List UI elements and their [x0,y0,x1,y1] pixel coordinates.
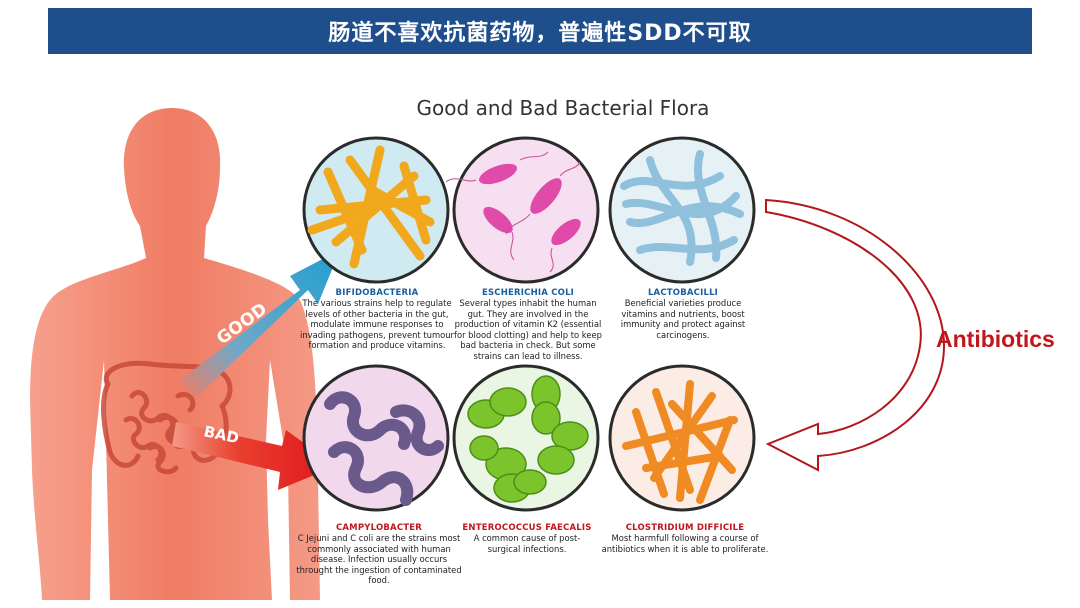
bacteria-description: Most harmfull following a course of anti… [601,533,769,554]
enterococcus-faecalis-circle [452,364,600,512]
bacteria-flora-diagram: GOOD BAD [30,108,946,600]
human-body-silhouette [30,108,320,600]
antibiotics-label: Antibiotics [936,326,1055,352]
escherichia-coli-label: ESCHERICHIA COLI Several types inhabit t… [450,288,606,362]
campylobacter-circle [302,364,450,512]
antibiotics-arrow [765,198,946,472]
page-title: 肠道不喜欢抗菌药物，普遍性SDD不可取 [328,21,752,46]
bifidobacteria-circle [302,136,450,284]
bacteria-description: Beneficial varieties produce vitamins an… [620,298,746,340]
bacteria-name: CLOSTRIDIUM DIFFICILE [625,523,745,533]
page-title-banner: 肠道不喜欢抗菌药物，普遍性SDD不可取 [48,8,1032,54]
bacteria-description: The various strains help to regulate lev… [300,298,454,351]
lactobacilli-label: LACTOBACILLI Beneficial varieties produc… [610,288,756,340]
clostridium-difficile-label: CLOSTRIDIUM DIFFICILE Most harmfull foll… [600,523,770,554]
escherichia-coli-circle [445,136,600,284]
bifidobacteria-label: BIFIDOBACTERIA The various strains help … [296,288,458,351]
bacteria-name: LACTOBACILLI [647,288,719,298]
bacteria-description: C Jejuni and C coli are the strains most… [296,533,462,586]
bacteria-description: A common cause of post-surgical infectio… [473,533,581,554]
diagram-title: Good and Bad Bacterial Flora [416,96,710,120]
enterococcus-faecalis-label: ENTEROCOCCUS FAECALIS A common cause of … [460,523,594,554]
bacteria-name: CAMPYLOBACTER [335,523,423,533]
lactobacilli-circle [608,136,756,284]
clostridium-difficile-circle [608,364,756,512]
campylobacter-label: CAMPYLOBACTER C Jejuni and C coli are th… [296,523,462,586]
bacteria-name: ESCHERICHIA COLI [481,288,575,298]
bacteria-name: ENTEROCOCCUS FAECALIS [462,523,592,533]
bacteria-name: BIFIDOBACTERIA [335,288,419,298]
bacteria-description: Several types inhabit the human gut. The… [454,298,602,361]
